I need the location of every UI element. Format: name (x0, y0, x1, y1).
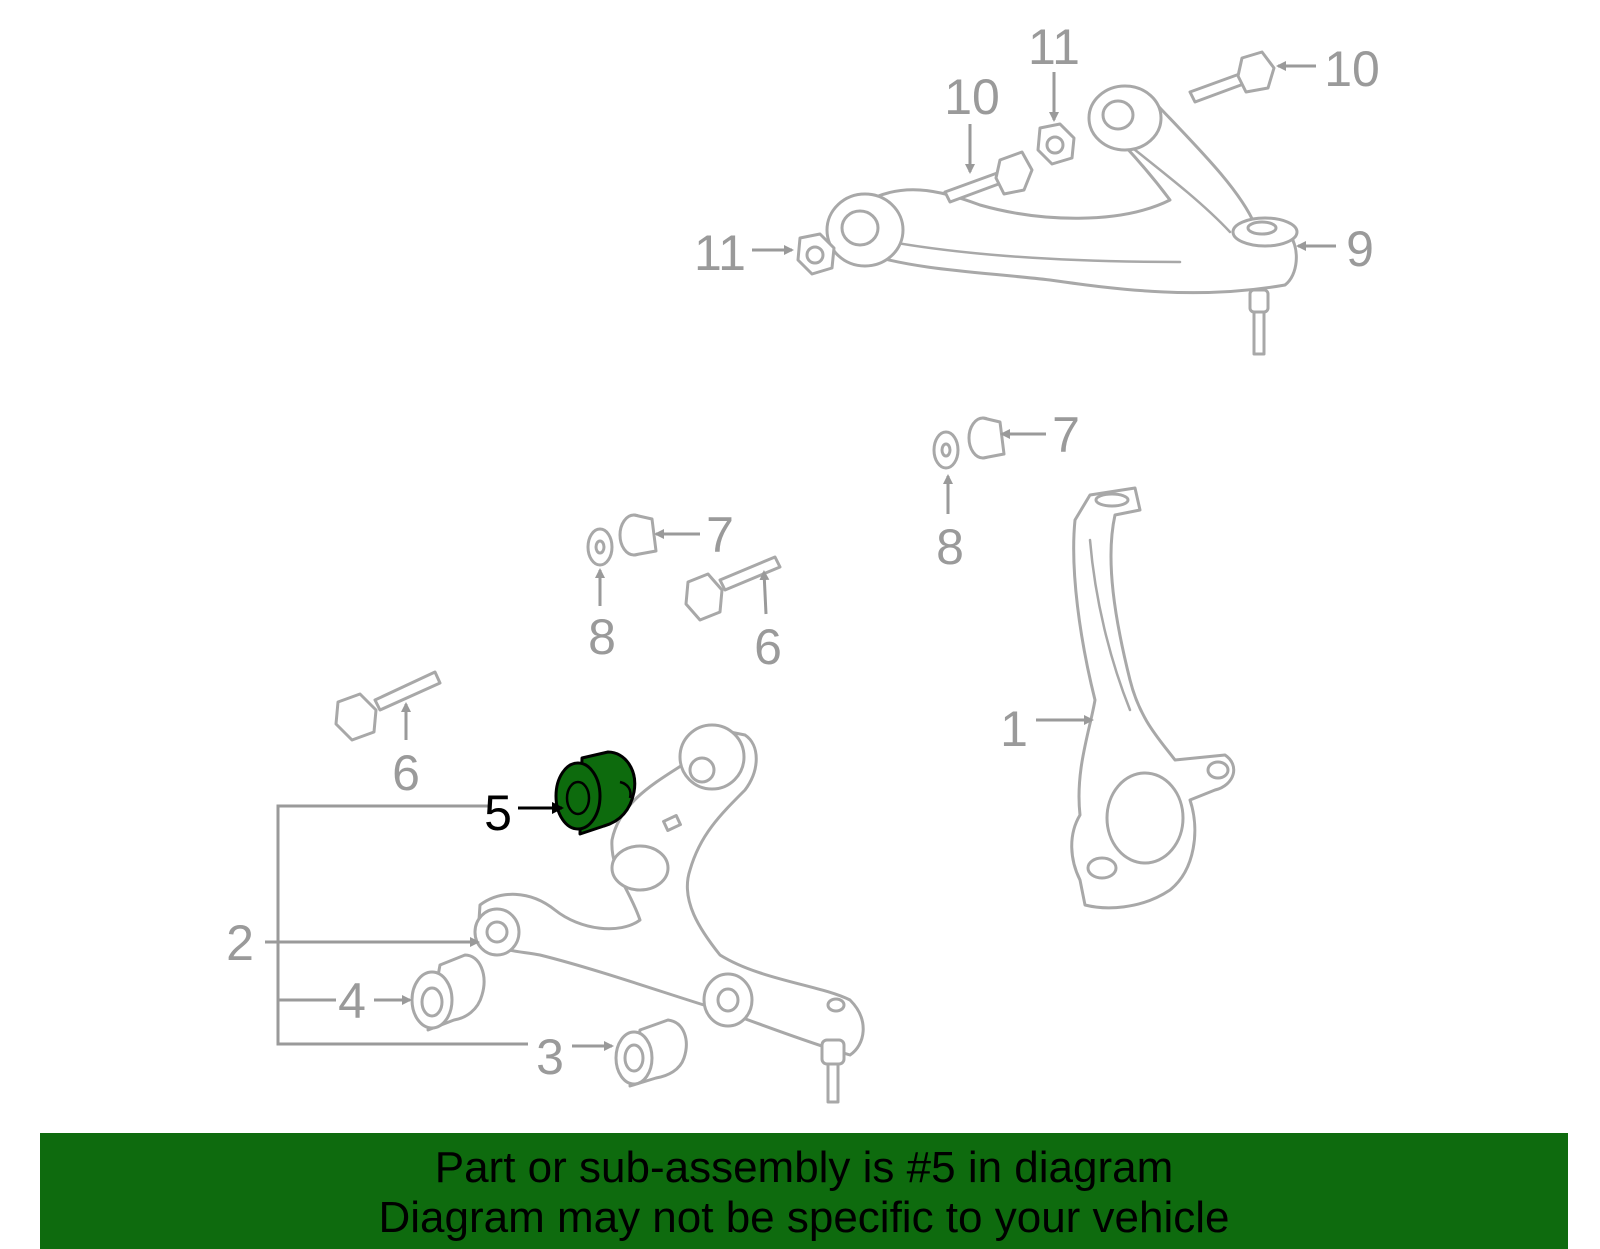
suspension-parts-diagram: 1 2 3 4 5 6 6 7 7 8 8 9 10 10 11 11 (226, 19, 1380, 1104)
assembly-bracket (276, 804, 528, 1046)
callout-5[interactable]: 5 (484, 785, 512, 841)
nut-middle (618, 513, 658, 557)
upper-nut-top (1036, 122, 1076, 166)
callout-8b: 8 (936, 519, 964, 575)
callout-4: 4 (338, 973, 366, 1029)
upper-bolt-front (943, 150, 1034, 204)
info-banner: Part or sub-assembly is #5 in diagram Di… (40, 1133, 1568, 1249)
callout-2: 2 (226, 915, 254, 971)
callout-7b: 7 (1052, 407, 1080, 463)
bolt-middle (684, 555, 782, 622)
bushing-5-highlighted[interactable] (554, 750, 637, 836)
banner-line-2: Diagram may not be specific to your vehi… (378, 1193, 1230, 1242)
nut-upper-right (967, 416, 1006, 460)
callout-3: 3 (536, 1029, 564, 1085)
callout-9: 9 (1346, 221, 1374, 277)
washer-middle (586, 527, 614, 567)
callout-11a: 11 (1028, 19, 1080, 75)
callout-6a: 6 (392, 745, 420, 801)
callout-10b: 10 (1324, 41, 1380, 97)
callout-6b: 6 (754, 619, 782, 675)
bushing-3 (614, 1018, 688, 1088)
callout-8a: 8 (588, 609, 616, 665)
callout-1: 1 (1000, 701, 1028, 757)
lower-control-arm (473, 723, 865, 1104)
upper-nut-left (796, 232, 836, 276)
callout-11b: 11 (694, 225, 746, 281)
upper-bolt-rear (1188, 50, 1276, 104)
banner-line-1: Part or sub-assembly is #5 in diagram (434, 1143, 1174, 1192)
bolt-lower-left (334, 670, 442, 742)
bushing-4 (410, 953, 486, 1032)
washer-upper-right (932, 430, 960, 470)
leader-6b (759, 570, 770, 615)
steering-knuckle (1070, 486, 1236, 910)
callout-7a: 7 (706, 507, 734, 563)
callout-10a: 10 (944, 69, 1000, 125)
upper-control-arm (825, 84, 1299, 356)
